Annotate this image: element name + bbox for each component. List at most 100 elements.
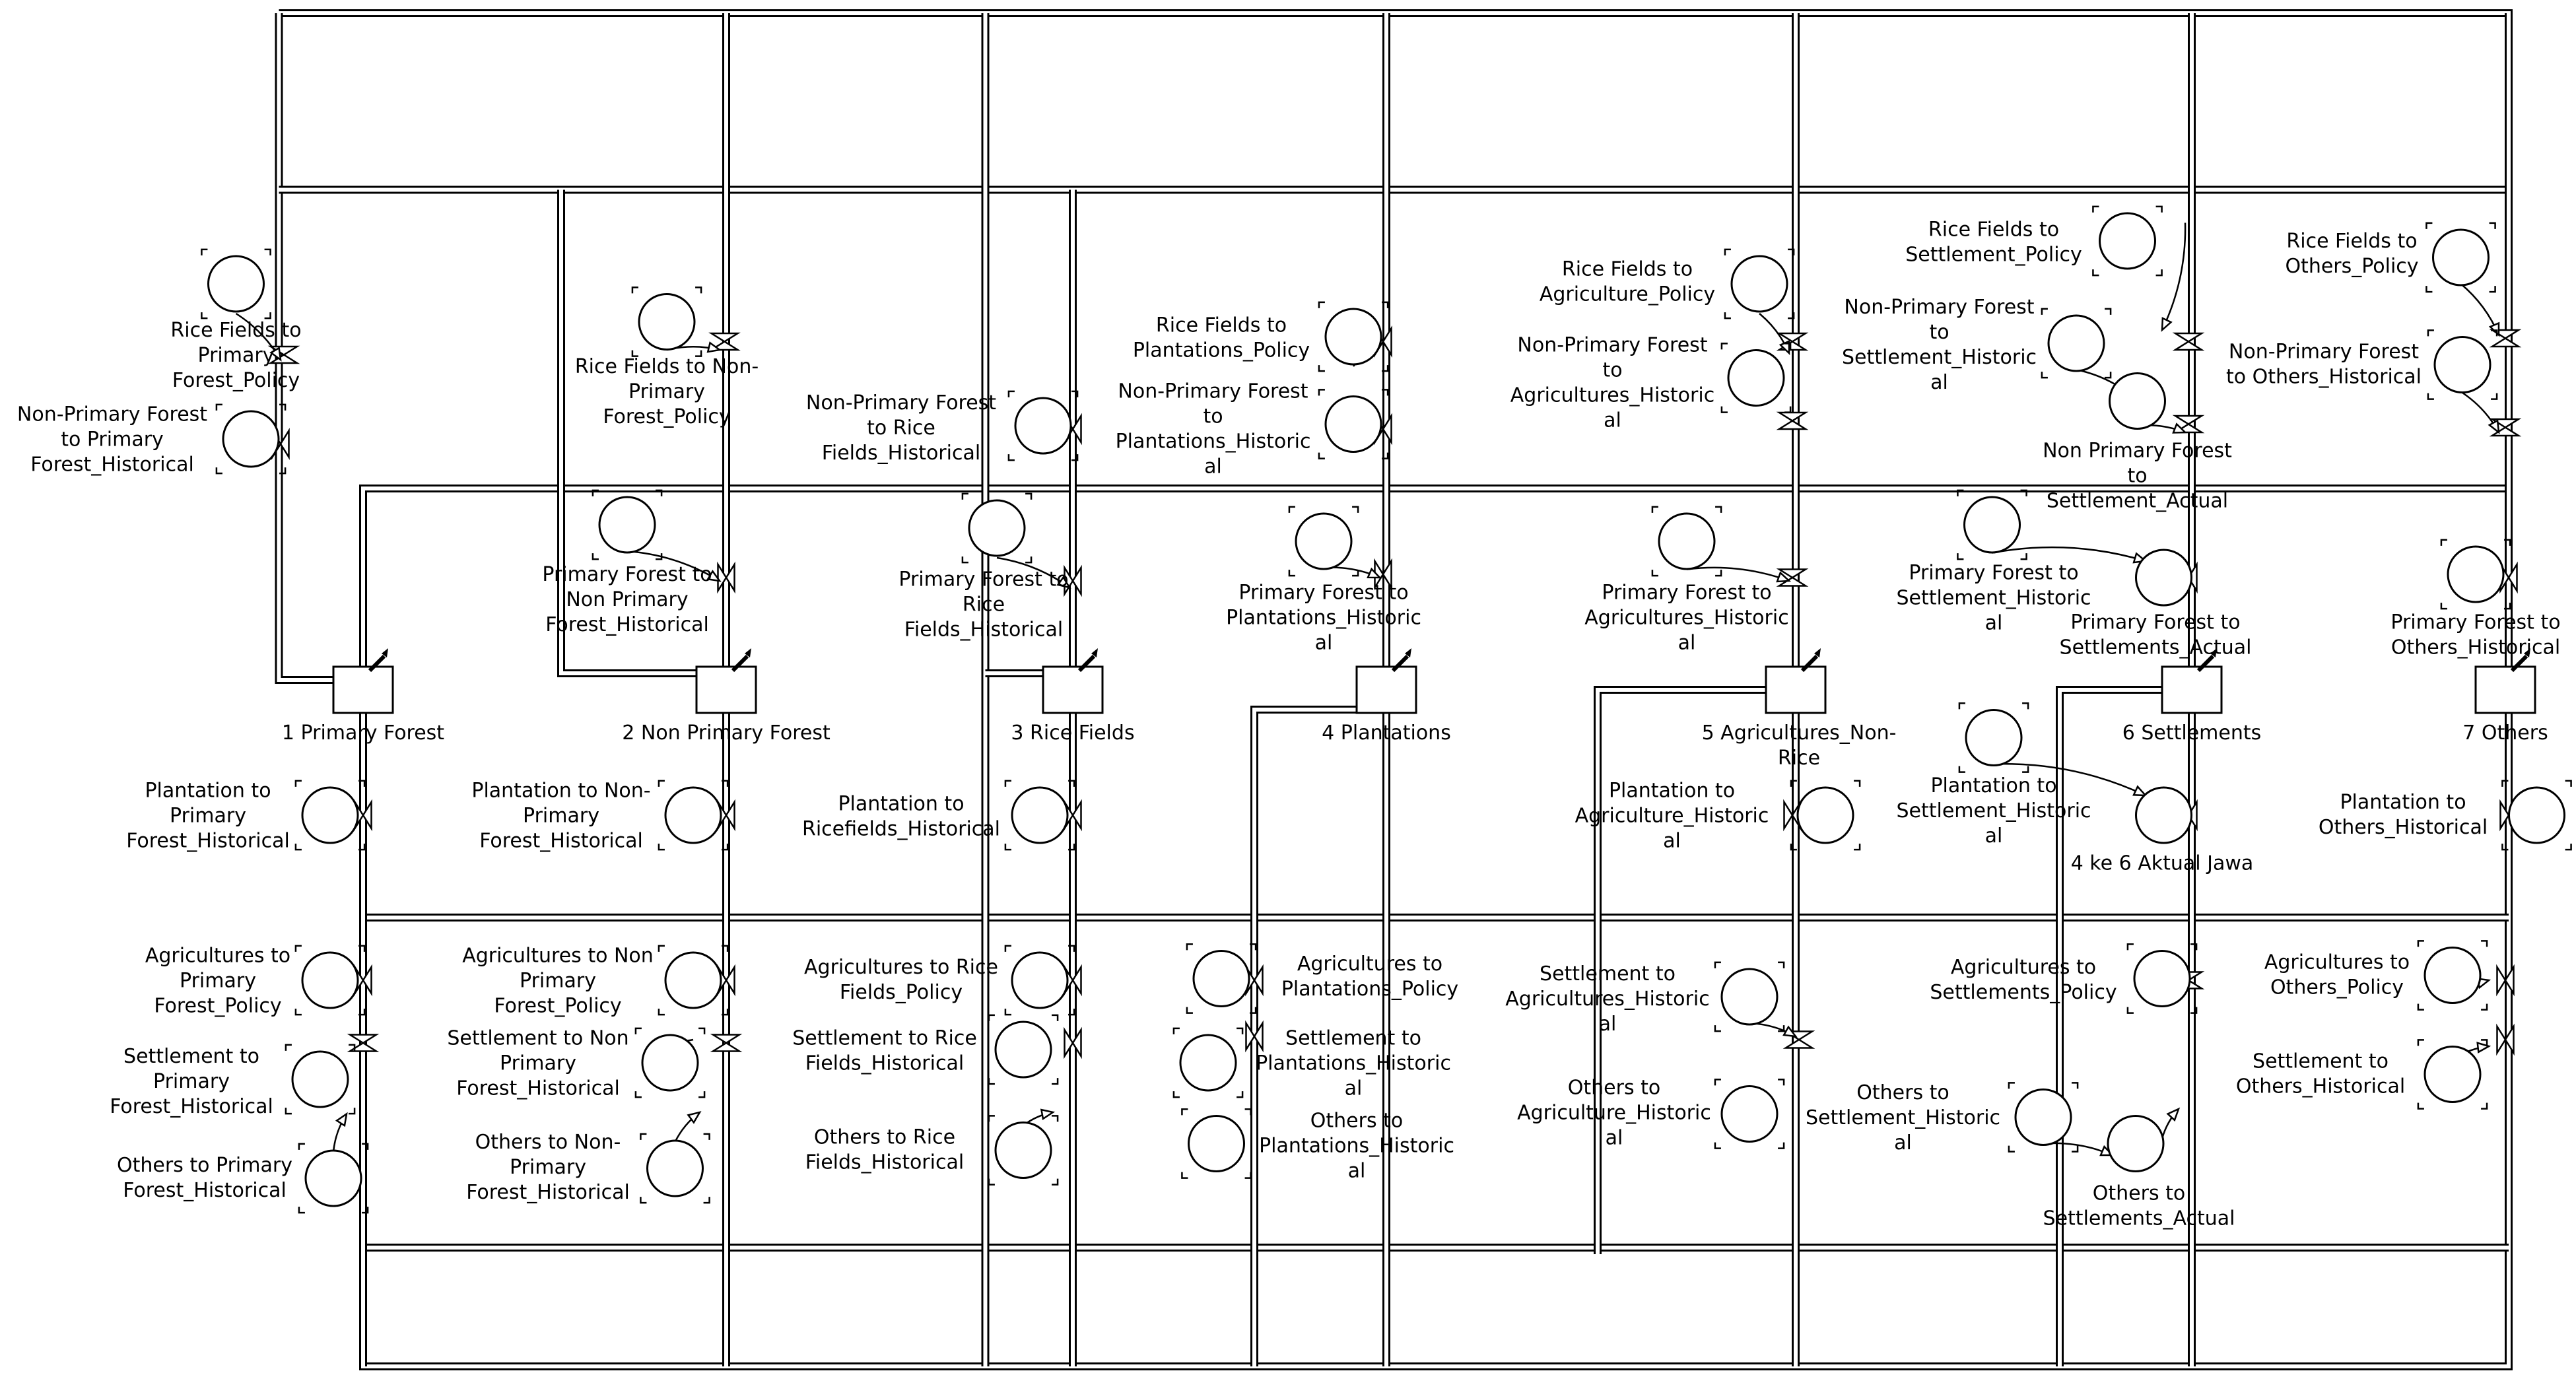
ghost-marker: [2417, 1039, 2424, 1046]
ghost-marker: [1382, 452, 1389, 459]
flow-valve: [2496, 964, 2515, 997]
ghost-marker: [698, 1027, 706, 1034]
variable-label-line: al: [1599, 1013, 1617, 1036]
ghost-marker: [2041, 372, 2048, 379]
stock-outflow-arrowhead: [745, 648, 751, 657]
variable-label-line: Forest_Policy: [494, 995, 621, 1018]
stock-outflow-arrowhead: [2210, 648, 2217, 657]
ghost-marker: [695, 286, 702, 294]
variable-label-line: Others_Policy: [2270, 976, 2404, 999]
stock-outflow-arrowhead: [1405, 648, 1411, 657]
variable-label-line: Fields_Historical: [904, 619, 1063, 642]
variable-label-line: Agricultures to: [1297, 953, 1442, 976]
variable-node: [2433, 336, 2491, 393]
variable-label-line: Settlement_Historic: [1896, 587, 2091, 610]
variable-label-line: 4 ke 6 Aktual Jawa: [2071, 852, 2254, 875]
variable-node: [641, 1034, 699, 1092]
connector-arrowhead: [2488, 419, 2500, 434]
connector-arrowhead: [1367, 567, 1382, 579]
variable-label-line: Non-Primary Forest: [17, 403, 207, 426]
ghost-marker: [988, 1178, 995, 1186]
ghost-marker: [358, 945, 366, 952]
variable-label-line: al: [1894, 1131, 1912, 1155]
ghost-marker: [1957, 553, 1964, 560]
ghost-marker: [2425, 222, 2433, 229]
ghost-marker: [1007, 454, 1015, 461]
variable-label-line: Rice Fields to Non-: [575, 355, 759, 378]
variable-label-line: Agricultures to: [145, 945, 290, 968]
variable-label-line: Settlement to Non: [447, 1027, 628, 1050]
ghost-marker: [279, 403, 287, 411]
variable-node: [1720, 968, 1779, 1026]
ghost-marker: [988, 1115, 995, 1122]
variable-node: [2099, 212, 2156, 270]
ghost-marker: [2008, 1145, 2015, 1153]
variable-node: [207, 255, 265, 313]
variable-label-line: Settlement to Rice: [792, 1027, 977, 1050]
variable-label-line: Plantations_Historic: [1259, 1135, 1454, 1158]
ghost-marker: [1714, 961, 1721, 968]
variable-label-line: Rice Fields to: [2286, 230, 2417, 253]
ghost-marker: [2417, 1003, 2424, 1011]
ghost-marker: [2504, 603, 2511, 610]
ghost-marker: [2092, 269, 2099, 277]
variable-node: [1192, 950, 1250, 1007]
ghost-marker: [656, 489, 663, 496]
connector-arrowhead: [706, 570, 722, 582]
variable-label-line: Non-Primary Forest: [1118, 380, 1308, 403]
variable-label-line: Plantation to Non-: [471, 780, 650, 803]
ghost-marker: [722, 780, 729, 787]
stock-box: [2474, 665, 2536, 714]
ghost-marker: [1790, 844, 1797, 851]
variable-label-line: to: [1602, 359, 1622, 382]
ghost-marker: [2427, 329, 2434, 337]
connector-arrowhead: [2172, 422, 2187, 434]
stock-outflow-arrowhead: [1091, 648, 1098, 657]
ghost-marker: [961, 492, 968, 500]
ghost-marker: [201, 312, 208, 319]
flow-pipe: [2056, 686, 2162, 1366]
variable-label-line: Settlement to: [123, 1045, 259, 1068]
ghost-marker: [634, 1027, 642, 1034]
variable-node: [2047, 314, 2105, 372]
variable-label-line: Forest_Historical: [123, 1179, 287, 1202]
ghost-marker: [1382, 389, 1389, 396]
ghost-marker: [2440, 539, 2447, 546]
ghost-marker: [1071, 454, 1079, 461]
variable-label-line: Primary Forest to: [1909, 562, 2078, 585]
variable-label-line: Agricultures to: [2264, 951, 2410, 974]
ghost-marker: [1778, 1142, 1785, 1149]
variable-label-line: Primary: [198, 344, 275, 367]
ghost-marker: [695, 350, 702, 357]
ghost-marker: [2501, 780, 2509, 787]
ghost-marker: [279, 467, 287, 475]
ghost-marker: [592, 489, 599, 496]
ghost-marker: [722, 1009, 729, 1016]
variable-node: [1014, 397, 1072, 455]
connector-arrowhead: [1782, 1025, 1798, 1038]
variable-label-line: Settlement_Historic: [1842, 346, 2037, 369]
variable-node: [1963, 496, 2021, 554]
stock-label-line: 4 Plantations: [1322, 721, 1451, 745]
variable-label-line: Fields_Policy: [840, 981, 963, 1004]
ghost-marker: [2155, 205, 2163, 213]
ghost-marker: [722, 844, 729, 851]
ghost-marker: [1715, 570, 1722, 577]
connector-arrowhead: [687, 1111, 702, 1124]
variable-label-line: Settlement_Historic: [1896, 799, 2091, 822]
ghost-marker: [2504, 539, 2511, 546]
stock-label: 6 Settlements: [2122, 721, 2262, 745]
variable-label-line: Forest_Historical: [30, 453, 194, 477]
variable-label-line: Fields_Historical: [805, 1151, 964, 1174]
ghost-marker: [1237, 1091, 1244, 1098]
